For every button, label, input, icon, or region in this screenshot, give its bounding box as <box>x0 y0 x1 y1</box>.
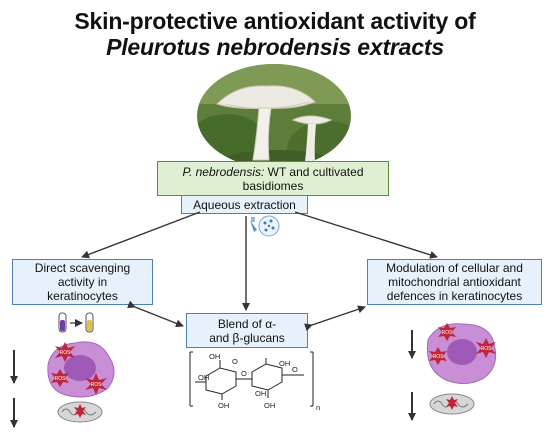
arrow-to-direct-scavenging <box>81 211 201 259</box>
ros-label: ROS <box>91 382 103 388</box>
direct-scavenging-box: Direct scavenging activity in keratinocy… <box>12 259 153 305</box>
oh-label: OH <box>209 352 220 361</box>
ros-label: ROS <box>433 354 445 360</box>
title-line-1: Skin-protective antioxidant activity of <box>74 8 476 34</box>
ros-label: ROS <box>60 350 72 356</box>
test-tube-yellow-icon <box>85 312 94 333</box>
ros-burst-left-3: ROS <box>85 373 107 395</box>
oh-label: OH <box>279 359 290 368</box>
oh-label: OH <box>198 373 209 382</box>
oh-label: OH <box>255 389 266 398</box>
title-line-2: Pleurotus nebrodensis extracts <box>106 34 444 60</box>
arrow-to-modulation <box>294 211 438 259</box>
source-box: P. nebrodensis: WT and cultivated basidi… <box>157 161 389 196</box>
source-description: WT and cultivated basidiomes <box>242 164 364 193</box>
mitochondrion-right <box>429 393 475 415</box>
test-tube-purple-icon <box>58 312 67 333</box>
double-arrow-right <box>304 305 366 332</box>
ros-label: ROS <box>55 376 67 382</box>
extraction-label: Aqueous extraction <box>193 197 296 212</box>
keratinocyte-cell-right <box>426 323 497 384</box>
repeat-subscript: n <box>316 403 320 412</box>
glucan-blend-label: Blend of α- and β-glucans <box>209 316 285 345</box>
extraction-box: Aqueous extraction <box>181 195 308 214</box>
ros-label: ROS <box>442 330 454 336</box>
oh-label: OH <box>218 401 229 410</box>
glucan-blend-box: Blend of α- and β-glucans <box>186 313 308 348</box>
ros-burst-left-2: ROS <box>51 369 69 387</box>
o-label: O <box>241 369 247 378</box>
ros-burst-right-1: ROS <box>438 323 456 341</box>
oh-label: OH <box>264 401 275 410</box>
pipette-icon <box>250 217 257 232</box>
o-label: O <box>292 365 298 374</box>
ros-burst-right-3: ROS <box>476 338 496 358</box>
ros-burst-left-1: ROS <box>55 342 75 362</box>
ros-label: ROS <box>481 346 493 352</box>
modulation-label: Modulation of cellular and mitochondrial… <box>386 261 523 303</box>
species-name: P. nebrodensis: <box>182 164 265 179</box>
ros-burst-right-2: ROS <box>429 347 447 365</box>
o-label: O <box>232 357 238 366</box>
mitochondrion-left <box>57 401 103 423</box>
direct-scavenging-label: Direct scavenging activity in keratinocy… <box>34 261 131 303</box>
modulation-box: Modulation of cellular and mitochondrial… <box>367 259 542 305</box>
glucan-structure: n OH O OH OH O OH OH OH O <box>189 351 320 412</box>
double-arrow-left <box>127 300 184 328</box>
glucan-particles-icon <box>258 215 280 237</box>
mushroom-photo <box>197 64 351 168</box>
